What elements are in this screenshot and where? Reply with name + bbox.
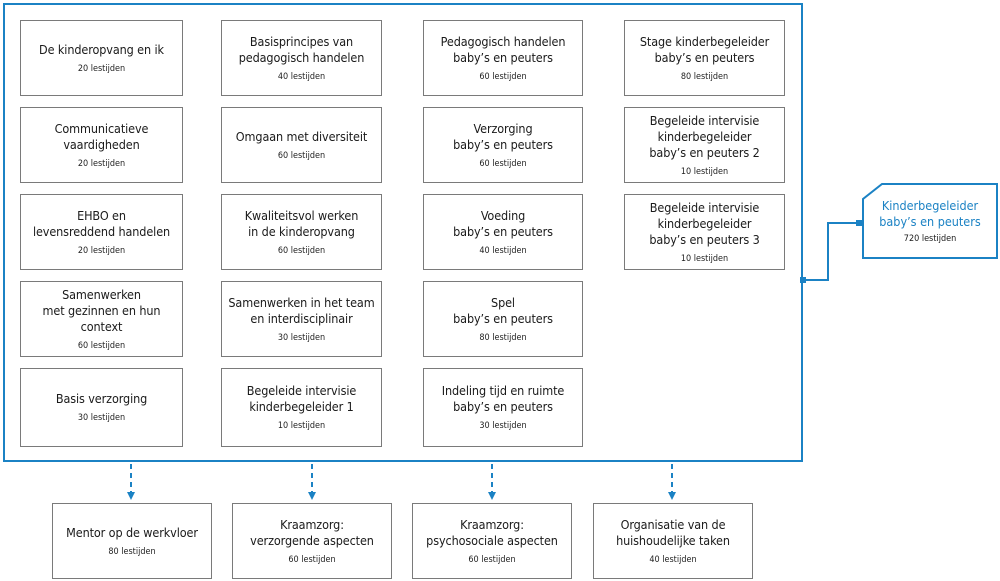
module-hours: 60 lestijden xyxy=(277,150,326,161)
module-box: Spel baby’s en peuters 80 lestijden xyxy=(423,281,583,357)
module-box: Communicatieve vaardigheden 20 lestijden xyxy=(20,107,183,183)
module-title: Basis verzorging xyxy=(55,391,148,406)
module-box: Verzorging baby’s en peuters 60 lestijde… xyxy=(423,107,583,183)
module-title: Begeleide intervisie kinderbegeleider ba… xyxy=(649,112,760,160)
qualification-hours: 720 lestijden xyxy=(903,233,957,244)
module-hours: 10 lestijden xyxy=(680,166,729,177)
module-title: Verzorging baby’s en peuters xyxy=(453,120,553,152)
module-box: De kinderopvang en ik 20 lestijden xyxy=(20,20,183,96)
module-hours: 80 lestijden xyxy=(108,546,156,557)
module-title: Omgaan met diversiteit xyxy=(235,128,368,144)
module-title: Samenwerken met gezinnen en hun context xyxy=(42,286,161,334)
module-box: EHBO en levensreddend handelen 20 lestij… xyxy=(20,194,183,270)
module-title: Kwaliteitsvol werken in de kinderopvang xyxy=(244,207,359,239)
module-hours: 30 lestijden xyxy=(77,413,126,423)
optional-module-box: Kraamzorg: psychosociale aspecten 60 les… xyxy=(412,503,572,579)
module-title: Kraamzorg: verzorgende aspecten xyxy=(250,516,374,548)
module-hours: 60 lestijden xyxy=(77,340,126,351)
module-box: Basis verzorging 30 lestijden xyxy=(20,368,183,447)
module-hours: 30 lestijden xyxy=(277,332,326,343)
module-box: Begeleide intervisie kinderbegeleider 1 … xyxy=(221,368,382,447)
module-title: Organisatie van de huishoudelijke taken xyxy=(616,516,730,548)
module-hours: 20 lestijden xyxy=(77,158,126,169)
module-box: Basisprincipes van pedagogisch handelen … xyxy=(221,20,382,96)
module-title: Indeling tijd en ruimte baby’s en peuter… xyxy=(441,383,565,414)
module-title: EHBO en levensreddend handelen xyxy=(32,207,171,239)
qualification-box: Kinderbegeleider baby’s en peuters 720 l… xyxy=(862,183,998,259)
module-title: De kinderopvang en ik xyxy=(39,41,164,57)
module-box: Begeleide intervisie kinderbegeleider ba… xyxy=(624,194,785,270)
module-hours: 80 lestijden xyxy=(680,71,729,82)
module-title: Spel baby’s en peuters xyxy=(453,294,553,326)
optional-module-box: Mentor op de werkvloer 80 lestijden xyxy=(52,503,212,579)
module-hours: 60 lestijden xyxy=(479,71,527,82)
optional-module-box: Organisatie van de huishoudelijke taken … xyxy=(593,503,753,579)
solid-connector-line xyxy=(803,222,860,281)
module-box: Pedagogisch handelen baby’s en peuters 6… xyxy=(423,20,583,96)
module-hours: 10 lestijden xyxy=(680,253,729,264)
module-box: Samenwerken met gezinnen en hun context … xyxy=(20,281,183,357)
module-title: Pedagogisch handelen baby’s en peuters xyxy=(440,33,566,65)
module-title: Basisprincipes van pedagogisch handelen xyxy=(238,33,365,65)
module-hours: 10 lestijden xyxy=(277,421,326,431)
optional-module-box: Kraamzorg: verzorgende aspecten 60 lesti… xyxy=(232,503,392,579)
module-hours: 30 lestijden xyxy=(479,421,527,431)
module-box: Samenwerken in het team en interdiscipli… xyxy=(221,281,382,357)
connector-endpoint xyxy=(856,220,862,226)
module-hours: 60 lestijden xyxy=(468,554,516,565)
qualification-box-shape xyxy=(862,183,998,259)
module-box: Indeling tijd en ruimte baby’s en peuter… xyxy=(423,368,583,447)
module-title: Kraamzorg: psychosociale aspecten xyxy=(426,516,558,548)
module-title: Samenwerken in het team en interdiscipli… xyxy=(228,294,375,326)
module-box: Voeding baby’s en peuters 40 lestijden xyxy=(423,194,583,270)
module-title: Stage kinderbegeleider baby’s en peuters xyxy=(639,33,770,65)
core-modules-frame xyxy=(3,3,803,462)
module-hours: 20 lestijden xyxy=(77,245,126,256)
module-title: Mentor op de werkvloer xyxy=(66,524,198,540)
module-hours: 40 lestijden xyxy=(277,71,326,82)
module-hours: 40 lestijden xyxy=(479,245,527,256)
module-hours: 60 lestijden xyxy=(277,245,326,256)
module-hours: 40 lestijden xyxy=(649,554,697,565)
module-box: Omgaan met diversiteit 60 lestijden xyxy=(221,107,382,183)
module-title: Begeleide intervisie kinderbegeleider 1 xyxy=(246,383,357,414)
module-hours: 20 lestijden xyxy=(77,63,126,74)
module-title: Begeleide intervisie kinderbegeleider ba… xyxy=(649,199,760,247)
module-hours: 80 lestijden xyxy=(479,332,527,343)
module-hours: 60 lestijden xyxy=(288,554,336,565)
module-box: Kwaliteitsvol werken in de kinderopvang … xyxy=(221,194,382,270)
qualification-title: Kinderbegeleider baby’s en peuters xyxy=(879,197,981,229)
connector-endpoint xyxy=(800,277,806,283)
module-hours: 60 lestijden xyxy=(479,158,527,169)
module-box: Begeleide intervisie kinderbegeleider ba… xyxy=(624,107,785,183)
module-title: Communicatieve vaardigheden xyxy=(54,120,149,152)
module-box: Stage kinderbegeleider baby’s en peuters… xyxy=(624,20,785,96)
module-title: Voeding baby’s en peuters xyxy=(453,207,553,239)
